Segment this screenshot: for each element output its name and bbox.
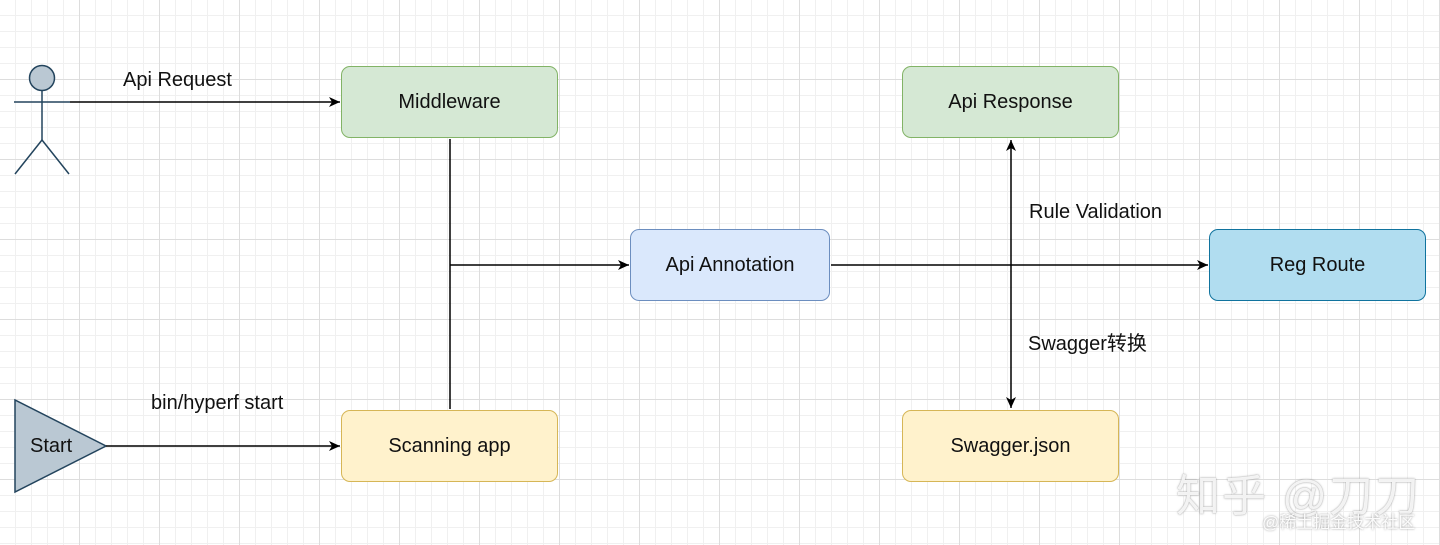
zhihu-watermark: 知乎 @刀刀 <box>1176 472 1421 521</box>
reg-route-node[interactable]: Reg Route <box>1209 229 1426 301</box>
swagger-json-node[interactable]: Swagger.json <box>902 410 1119 482</box>
api-response-node[interactable]: Api Response <box>902 66 1119 138</box>
rule-validation-label: Rule Validation <box>1029 201 1163 223</box>
api-request-label: Api Request <box>123 69 232 91</box>
start-triangle-shape <box>14 398 108 494</box>
scanning-app-node[interactable]: Scanning app <box>341 410 558 482</box>
middleware-node[interactable]: Middleware <box>341 66 558 138</box>
juejin-watermark: @稀土掘金技术社区 <box>1262 513 1416 532</box>
bin-start-label: bin/hyperf start <box>151 392 284 414</box>
swagger-convert-label: Swagger转换 <box>1028 333 1147 355</box>
api-annotation-node[interactable]: Api Annotation <box>630 229 830 301</box>
start-label: Start <box>30 435 73 457</box>
user-actor-icon <box>14 64 70 175</box>
